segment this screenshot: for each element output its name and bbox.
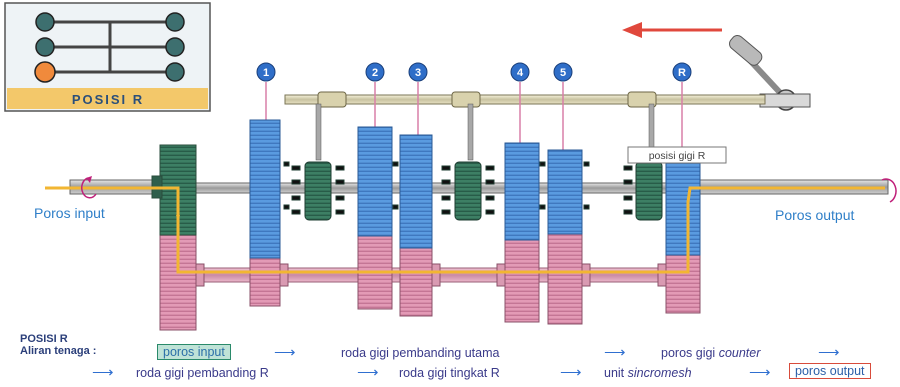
flow-arrow-icon: ⟶ bbox=[749, 366, 771, 380]
flow-arrow-icon: ⟶ bbox=[274, 346, 296, 360]
main-drive-gear bbox=[152, 145, 196, 235]
input-shaft-label: Poros input bbox=[34, 205, 105, 221]
svg-text:5: 5 bbox=[560, 67, 566, 79]
direction-arrow-icon bbox=[622, 22, 722, 38]
gear-number-5: 5 bbox=[554, 63, 572, 81]
flow-step-counter-r: roda gigi pembanding R bbox=[136, 366, 269, 380]
svg-text:2: 2 bbox=[372, 67, 378, 79]
gear-number-1: 1 bbox=[257, 63, 275, 81]
flow-arrow-icon: ⟶ bbox=[560, 366, 582, 380]
gear-number-4: 4 bbox=[511, 63, 529, 81]
svg-text:4: 4 bbox=[517, 67, 524, 79]
flow-step-main-drive: roda gigi pembanding utama bbox=[341, 346, 499, 360]
gear-number-3: 3 bbox=[409, 63, 427, 81]
svg-text:R: R bbox=[678, 67, 686, 79]
flow-arrow-icon: ⟶ bbox=[604, 346, 626, 360]
active-shift-knob bbox=[35, 62, 55, 82]
flow-arrow-icon: ⟶ bbox=[818, 346, 840, 360]
flow-step-counter: poros gigi counter bbox=[661, 346, 760, 360]
flow-arrow-icon: ⟶ bbox=[92, 366, 114, 380]
svg-text:posisi gigi R: posisi gigi R bbox=[649, 150, 706, 162]
flow-title: POSISI R bbox=[20, 333, 68, 345]
shift-pattern-label: POSISI R bbox=[72, 92, 144, 107]
svg-text:1: 1 bbox=[263, 67, 269, 79]
reverse-gear-callout: posisi gigi R bbox=[628, 147, 726, 163]
flow-arrow-icon: ⟶ bbox=[357, 366, 379, 380]
flow-step-synchromesh: unit sincromesh bbox=[604, 366, 692, 380]
output-shaft-label: Poros output bbox=[775, 207, 854, 223]
svg-text:3: 3 bbox=[415, 67, 421, 79]
gear-number-2: 2 bbox=[366, 63, 384, 81]
flow-subtitle: Aliran tenaga : bbox=[20, 345, 96, 357]
flow-step-poros-output: poros output bbox=[789, 364, 871, 378]
gear-number-r: R bbox=[673, 63, 691, 81]
flow-step-poros-input: poros input bbox=[157, 345, 231, 359]
flow-step-reverse-gear: roda gigi tingkat R bbox=[399, 366, 500, 380]
